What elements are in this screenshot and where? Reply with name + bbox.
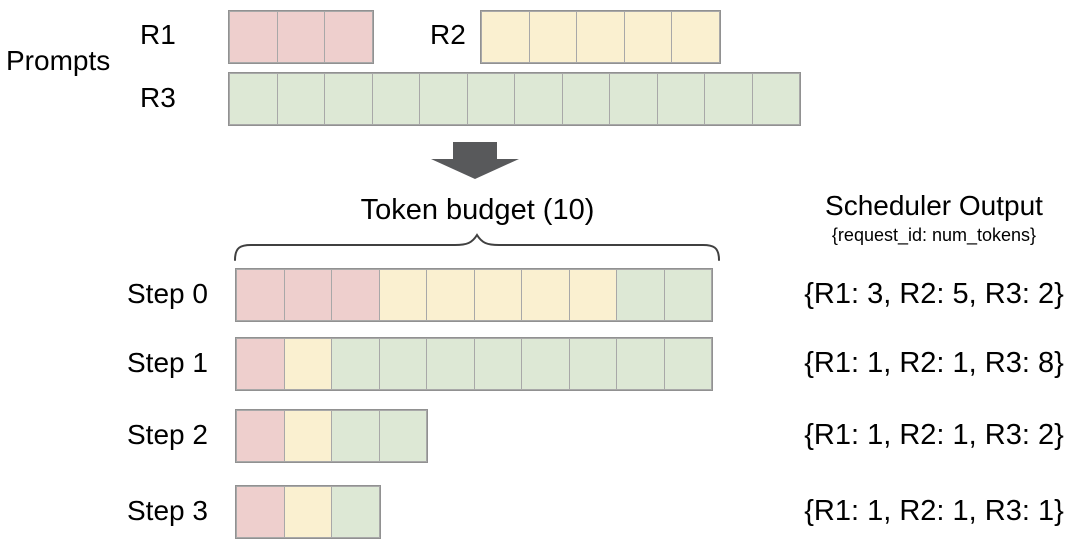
token-cell-R3 bbox=[656, 73, 705, 125]
token-cell-R3 bbox=[514, 73, 563, 125]
scheduler-output-title: Scheduler Output bbox=[825, 190, 1043, 221]
token-cell-R1 bbox=[236, 338, 285, 390]
token-cell-R2 bbox=[283, 410, 332, 462]
step-label-0: Step 0 bbox=[127, 278, 208, 309]
prompt-row-label-R2: R2 bbox=[430, 19, 466, 50]
token-cell-R3 bbox=[378, 410, 427, 462]
step-token-row-3 bbox=[235, 485, 381, 539]
token-cell-R3 bbox=[568, 338, 617, 390]
token-cell-R3 bbox=[466, 73, 515, 125]
token-cell-R3 bbox=[473, 338, 522, 390]
prompt-row-label-R1: R1 bbox=[140, 19, 176, 50]
step-token-row-2 bbox=[235, 409, 428, 463]
token-cell-R3 bbox=[331, 410, 380, 462]
token-cell-R2 bbox=[671, 11, 720, 63]
token-cell-R1 bbox=[236, 269, 285, 321]
token-cell-R3 bbox=[704, 73, 753, 125]
step-token-row-1 bbox=[235, 337, 713, 391]
prompt-token-row-R3 bbox=[228, 72, 801, 126]
token-cell-R3 bbox=[521, 338, 570, 390]
token-budget-label: Token budget (10) bbox=[360, 194, 595, 226]
token-cell-R2 bbox=[623, 11, 672, 63]
token-cell-R1 bbox=[276, 11, 325, 63]
token-cell-R1 bbox=[236, 410, 285, 462]
step-label-3: Step 3 bbox=[127, 495, 208, 526]
token-cell-R2 bbox=[473, 269, 522, 321]
token-cell-R2 bbox=[528, 11, 577, 63]
step-output-0: {R1: 3, R2: 5, R3: 2} bbox=[804, 278, 1064, 310]
token-cell-R3 bbox=[663, 338, 712, 390]
token-cell-R1 bbox=[324, 11, 373, 63]
token-cell-R3 bbox=[331, 338, 380, 390]
token-cell-R2 bbox=[576, 11, 625, 63]
token-cell-R3 bbox=[324, 73, 373, 125]
step-output-2: {R1: 1, R2: 1, R3: 2} bbox=[804, 419, 1064, 451]
token-cell-R2 bbox=[568, 269, 617, 321]
token-cell-R2 bbox=[521, 269, 570, 321]
step-label-1: Step 1 bbox=[127, 347, 208, 378]
token-cell-R3 bbox=[616, 269, 665, 321]
token-cell-R3 bbox=[276, 73, 325, 125]
token-cell-R3 bbox=[371, 73, 420, 125]
token-cell-R1 bbox=[229, 11, 278, 63]
token-cell-R3 bbox=[609, 73, 658, 125]
prompt-token-row-R1 bbox=[228, 10, 374, 64]
scheduler-output-subtitle: {request_id: num_tokens} bbox=[831, 225, 1037, 245]
prompt-token-row-R2 bbox=[480, 10, 721, 64]
step-label-2: Step 2 bbox=[127, 419, 208, 450]
token-cell-R3 bbox=[419, 73, 468, 125]
token-cell-R2 bbox=[283, 338, 332, 390]
prompts-label: Prompts bbox=[6, 45, 111, 76]
token-budget-brace bbox=[234, 233, 720, 261]
token-cell-R3 bbox=[229, 73, 278, 125]
step-output-1: {R1: 1, R2: 1, R3: 8} bbox=[804, 347, 1064, 379]
token-cell-R3 bbox=[426, 338, 475, 390]
token-cell-R3 bbox=[378, 338, 427, 390]
token-cell-R1 bbox=[283, 269, 332, 321]
token-cell-R3 bbox=[616, 338, 665, 390]
token-cell-R3 bbox=[331, 486, 380, 538]
token-cell-R2 bbox=[283, 486, 332, 538]
prompt-row-label-R3: R3 bbox=[140, 82, 176, 113]
token-cell-R2 bbox=[481, 11, 530, 63]
token-cell-R3 bbox=[663, 269, 712, 321]
step-token-row-0 bbox=[235, 268, 713, 322]
down-arrow-icon bbox=[431, 142, 519, 179]
token-cell-R3 bbox=[561, 73, 610, 125]
token-cell-R2 bbox=[378, 269, 427, 321]
token-cell-R3 bbox=[751, 73, 800, 125]
step-output-3: {R1: 1, R2: 1, R3: 1} bbox=[804, 495, 1064, 527]
token-cell-R1 bbox=[236, 486, 285, 538]
token-cell-R2 bbox=[426, 269, 475, 321]
token-cell-R1 bbox=[331, 269, 380, 321]
